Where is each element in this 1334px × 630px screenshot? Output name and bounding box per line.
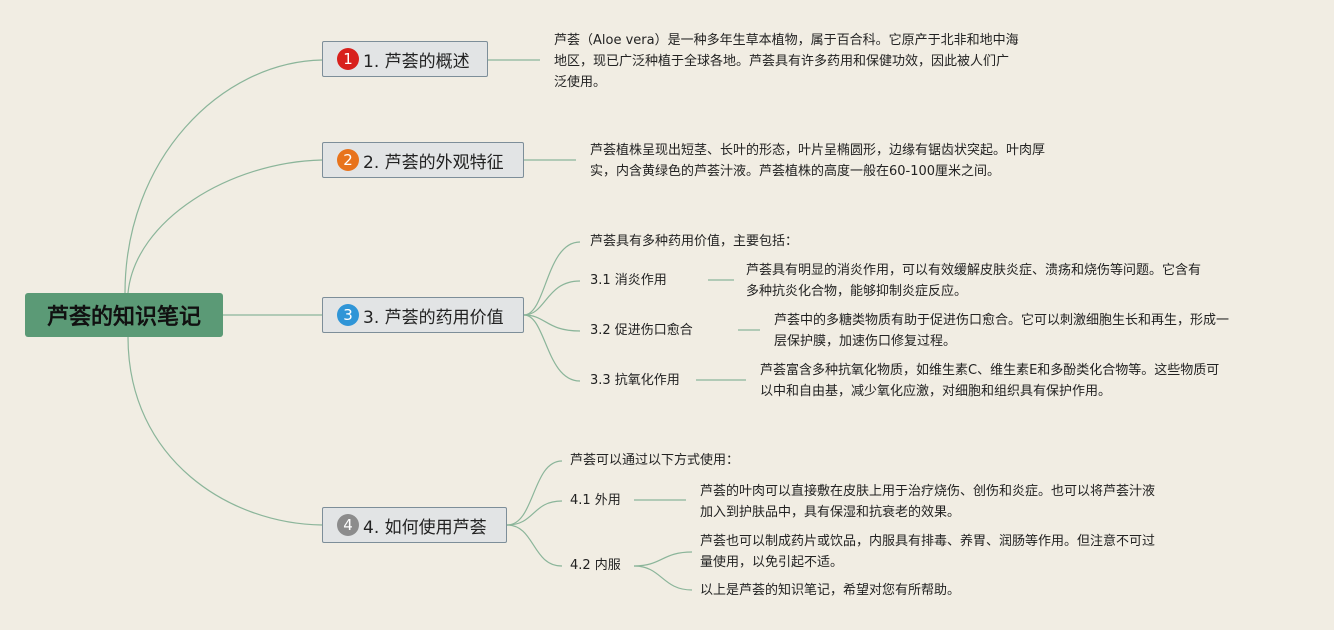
connector-root-b4 (127, 336, 323, 526)
connector-s42-text2 (633, 565, 693, 591)
number-3-icon: 3 (337, 304, 359, 326)
number-1-icon: 1 (337, 48, 359, 70)
subtopic-4-2[interactable]: 4.2 内服 (570, 558, 621, 573)
subtopic-4-2-text: 芦荟也可以制成药片或饮品，内服具有排毒、养胃、润肠等作用。但注意不可过 量使用，… (700, 534, 1156, 570)
connector-b3-intro (523, 241, 581, 316)
connector-root-b2 (127, 159, 323, 294)
branch-overview-text: 芦荟（Aloe vera）是一种多年生草本植物，属于百合科。它原产于北非和地中海… (554, 33, 1019, 90)
connector-b4-s2 (506, 524, 563, 567)
root-topic[interactable]: 芦荟的知识笔记 (25, 293, 223, 337)
root-title: 芦荟的知识笔记 (46, 305, 201, 330)
subtopic-3-2[interactable]: 3.2 促进伤口愈合 (590, 323, 693, 338)
branch-usage-intro: 芦荟可以通过以下方式使用： (570, 453, 740, 468)
branch-overview[interactable]: 1 1. 芦荟的概述 (322, 41, 488, 77)
subtopic-4-1-text: 芦荟的叶肉可以直接敷在皮肤上用于治疗烧伤、创伤和炎症。也可以将芦荟汁液 加入到护… (700, 484, 1156, 520)
subtopic-3-1-text: 芦荟具有明显的消炎作用，可以有效缓解皮肤炎症、溃疡和烧伤等问题。它含有 多种抗炎… (746, 263, 1202, 299)
branch-label: 1. 芦荟的概述 (363, 51, 470, 72)
branch-label: 3. 芦荟的药用价值 (363, 307, 504, 328)
closing-note: 以上是芦荟的知识笔记，希望对您有所帮助。 (700, 583, 961, 598)
branch-medicinal[interactable]: 3 3. 芦荟的药用价值 (322, 297, 524, 333)
connector-b3-s3 (523, 314, 581, 382)
branch-label: 4. 如何使用芦荟 (363, 517, 487, 538)
subtopic-3-3-text: 芦荟富含多种抗氧化物质，如维生素C、维生素E和多酚类化合物等。这些物质可 以中和… (760, 363, 1220, 399)
connector-b4-s1 (506, 500, 563, 526)
branch-label: 2. 芦荟的外观特征 (363, 152, 504, 173)
branch-appearance-text: 芦荟植株呈现出短茎、长叶的形态，叶片呈椭圆形，边缘有锯齿状突起。叶肉厚 实，内含… (590, 143, 1046, 179)
branch-appearance[interactable]: 2 2. 芦荟的外观特征 (322, 142, 524, 178)
connector-s42-text1 (633, 551, 693, 567)
number-2-icon: 2 (337, 149, 359, 171)
subtopic-4-1[interactable]: 4.1 外用 (570, 493, 621, 508)
number-4-icon: 4 (337, 514, 359, 536)
connector-b3-s2 (523, 314, 581, 332)
branch-usage[interactable]: 4 4. 如何使用芦荟 (322, 507, 507, 543)
subtopic-3-3[interactable]: 3.3 抗氧化作用 (590, 373, 680, 388)
subtopic-3-1[interactable]: 3.1 消炎作用 (590, 273, 667, 288)
connector-root-b1 (124, 59, 323, 294)
branch-medicinal-intro: 芦荟具有多种药用价值，主要包括： (590, 234, 799, 249)
connector-b4-intro (506, 460, 563, 526)
connector-b3-s1 (523, 280, 581, 316)
subtopic-3-2-text: 芦荟中的多糖类物质有助于促进伤口愈合。它可以刺激细胞生长和再生，形成一 层保护膜… (774, 313, 1230, 349)
